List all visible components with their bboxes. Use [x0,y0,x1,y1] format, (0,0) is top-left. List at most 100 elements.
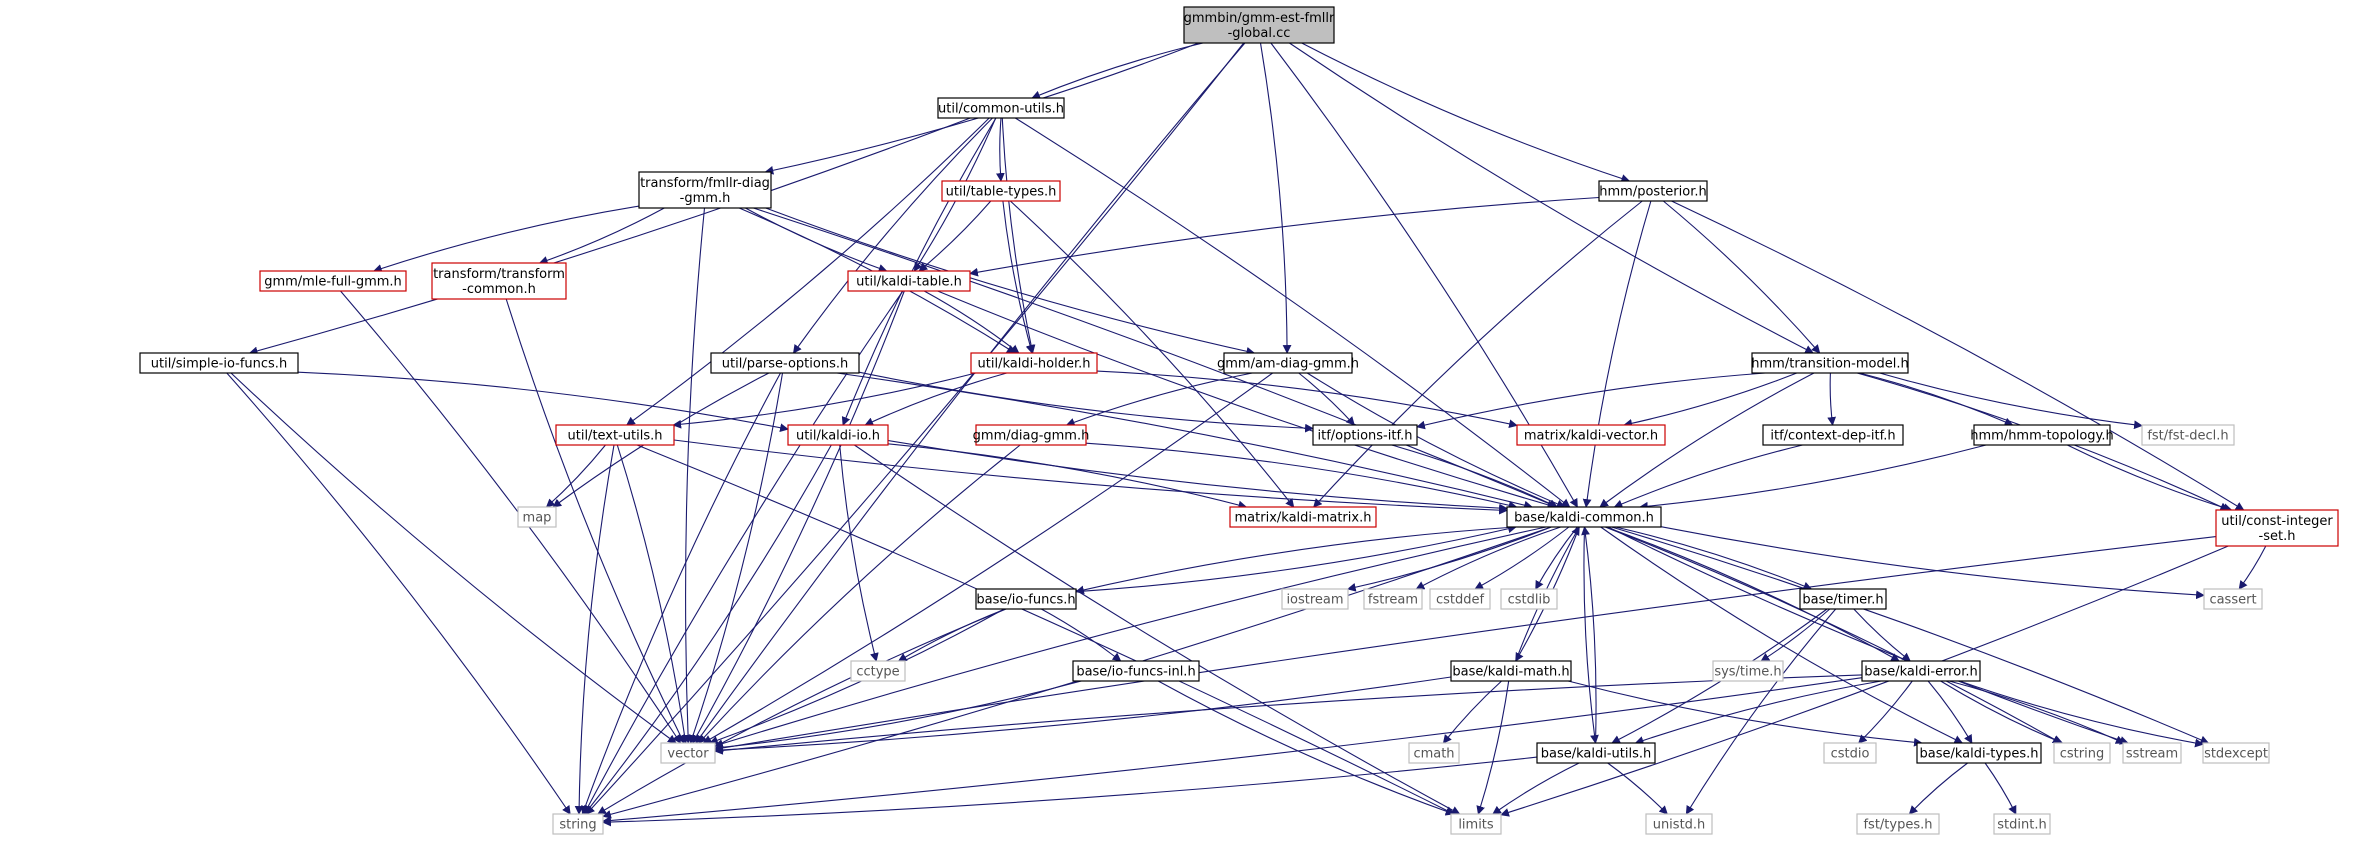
edge-hmm_posterior-to-const_int_set [1671,200,2245,511]
node-transition-model[interactable]: hmm/transition-model.h [1751,352,1909,374]
node-common-utils[interactable]: util/common-utils.h [937,97,1065,119]
node-sys-time: sys/time.h [1712,660,1784,682]
node-context-dep[interactable]: itf/context-dep-itf.h [1762,424,1904,446]
node-label: matrix/kaldi-vector.h [1524,429,1658,444]
node-label: gmm/diag-gmm.h [973,429,1090,444]
node-kaldi-common[interactable]: base/kaldi-common.h [1506,506,1662,528]
node-label: cstring [2060,747,2104,762]
edge-table_types-to-kaldi_matrix [1009,200,1295,508]
node-label: transform/transform [433,267,565,282]
node-cstring: cstring [2053,742,2111,764]
node-label: hmm/transition-model.h [1751,357,1908,372]
node-label: sstream [2126,747,2178,762]
node-box [660,742,716,764]
node-box [431,262,567,300]
edge-parse_options-to-vector [688,372,784,744]
node-label: gmmbin/gmm-est-fmllr [1184,11,1335,26]
node-diag-gmm[interactable]: gmm/diag-gmm.h [973,424,1090,446]
node-hmm-topology[interactable]: hmm/hmm-topology.h [1970,424,2114,446]
node-timer[interactable]: base/timer.h [1799,588,1887,610]
edge-kaldi_io-to-string [584,444,832,815]
node-box [975,588,1077,610]
node-root[interactable]: gmmbin/gmm-est-fmllr-global.cc [1183,6,1335,44]
node-kaldi-utils[interactable]: base/kaldi-utils.h [1536,742,1656,764]
edge-root-to-common_utils [1031,42,1204,100]
node-label: stdexcept [2204,747,2268,762]
node-const-int-set[interactable]: util/const-integer-set.h [2215,509,2339,547]
node-simple-io[interactable]: util/simple-io-funcs.h [139,352,299,374]
edge-const_int_set-to-vector [714,536,2217,753]
node-fmllr-diag[interactable]: transform/fmllr-diag-gmm.h [638,171,772,209]
node-box [2053,742,2111,764]
edge-common_utils-to-kaldi_holder [1001,117,1036,354]
node-kaldi-vector[interactable]: matrix/kaldi-vector.h [1516,424,1666,446]
node-box [1536,742,1656,764]
node-label: util/kaldi-table.h [856,275,962,290]
node-label: util/parse-options.h [722,357,848,372]
node-label: base/kaldi-common.h [1514,511,1654,526]
node-box [1072,660,1200,682]
node-box [2122,742,2182,764]
node-box [139,352,299,374]
edge-diag_gmm-to-kaldi_common [1085,442,1518,510]
edge-root-to-hmm_posterior [1301,42,1631,183]
edge-kaldi_common-to-sstream [1607,526,2129,745]
edge-diag_gmm-to-vector [698,444,1021,744]
node-mle-full[interactable]: gmm/mle-full-gmm.h [259,270,407,292]
edge-fmllr_diag-to-kaldi_table [745,207,888,273]
node-label: util/kaldi-io.h [796,429,880,444]
edge-transition_model-to-context_dep [1827,372,1836,426]
node-kaldi-table[interactable]: util/kaldi-table.h [847,270,971,292]
edge-root-to-vector [695,42,1246,744]
edge-kaldi_io-to-kaldi_common [887,439,1508,513]
edge-kaldi_types-to-stdint [1984,762,2017,815]
node-kaldi-types[interactable]: base/kaldi-types.h [1916,742,2042,764]
node-label: base/kaldi-types.h [1920,747,2039,762]
node-box [1751,352,1909,374]
node-label: -global.cc [1228,26,1291,41]
node-box [1516,424,1666,446]
node-box [517,506,557,528]
node-label: util/const-integer [2221,514,2333,529]
edge-hmm_topology-to-const_int_set [2067,444,2233,512]
edge-kaldi_math-to-kaldi_types [1567,680,1923,747]
node-box [970,352,1098,374]
edge-io_funcs-to-io_funcs_inl [1041,608,1122,662]
node-table-types[interactable]: util/table-types.h [941,180,1061,202]
node-box [1712,660,1784,682]
node-stdexcept: stdexcept [2202,742,2270,764]
node-label: string [559,818,596,833]
edge-text_utils-to-string [574,444,615,815]
node-text-utils[interactable]: util/text-utils.h [555,424,675,446]
node-label: base/kaldi-utils.h [1541,747,1652,762]
edge-kaldi_io-to-cctype [839,444,879,662]
edge-parse_options-to-options_itf [858,371,1314,433]
edge-kaldi_common-to-kaldi_utils [1583,526,1599,744]
node-box [1823,742,1877,764]
node-box [847,270,971,292]
node-kaldi-holder[interactable]: util/kaldi-holder.h [970,352,1098,374]
node-parse-options[interactable]: util/parse-options.h [710,352,860,374]
edge-io_funcs-to-kaldi_common [1075,524,1517,593]
edge-kaldi_common-to-cstddef [1474,526,1570,590]
edge-kaldi_common-to-kaldi_types [1600,526,1964,744]
edge-kaldi_error-to-stdexcept [1959,680,2204,748]
node-kaldi-io[interactable]: util/kaldi-io.h [787,424,889,446]
edge-kaldi_io-to-kaldi_matrix [887,443,1248,510]
node-transform-common[interactable]: transform/transform-common.h [431,262,567,300]
node-box [2203,588,2263,610]
node-box [1450,813,1502,835]
node-kaldi-matrix[interactable]: matrix/kaldi-matrix.h [1229,506,1377,528]
node-io-funcs[interactable]: base/io-funcs.h [975,588,1077,610]
edge-kaldi_common-to-stdexcept [1611,526,2210,744]
node-kaldi-math[interactable]: base/kaldi-math.h [1450,660,1572,682]
edge-kaldi_utils-to-kaldi_common [1581,526,1597,744]
node-am-diag[interactable]: gmm/am-diag-gmm.h [1217,352,1359,374]
node-options-itf[interactable]: itf/options-itf.h [1312,424,1418,446]
node-box [1229,506,1377,528]
node-kaldi-error[interactable]: base/kaldi-error.h [1861,660,1981,682]
node-label: base/io-funcs-inl.h [1076,665,1195,680]
node-hmm-posterior[interactable]: hmm/posterior.h [1598,180,1708,202]
node-io-funcs-inl[interactable]: base/io-funcs-inl.h [1072,660,1200,682]
